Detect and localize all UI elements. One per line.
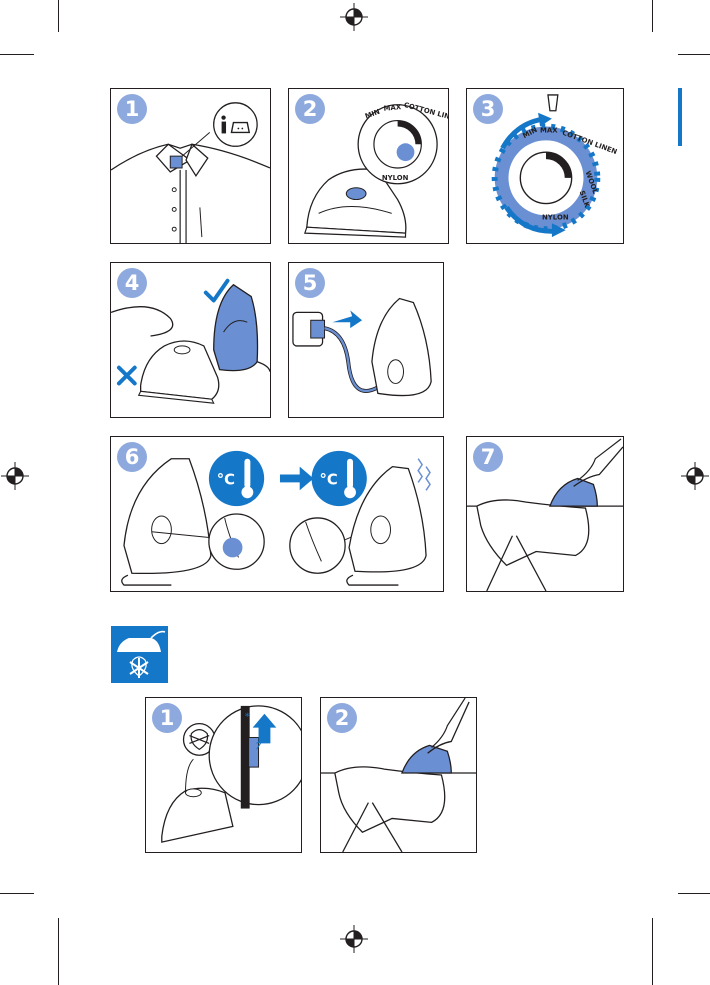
step-1-panel: 1 bbox=[110, 88, 271, 244]
crop-mark bbox=[58, 0, 59, 32]
dial-label-max: MAX bbox=[540, 126, 558, 134]
step-number-badge: 3 bbox=[473, 94, 503, 124]
crop-mark bbox=[652, 0, 653, 32]
step-4-panel: 4 bbox=[110, 262, 271, 418]
step-5-panel: 5 bbox=[288, 262, 444, 418]
step-6-panel: 6 °C °C bbox=[110, 436, 444, 592]
crop-mark bbox=[0, 893, 34, 894]
step-7-panel: 7 bbox=[466, 436, 624, 592]
dial-label-max: MAX bbox=[383, 103, 402, 113]
registration-mark-right bbox=[681, 462, 709, 490]
crop-mark bbox=[58, 918, 59, 985]
step-number-badge: 2 bbox=[327, 703, 357, 733]
steam-step-1-panel: 1 * bbox=[145, 697, 302, 853]
dial-label-nylon: NYLON bbox=[382, 174, 409, 182]
step-number-badge: 1 bbox=[117, 94, 147, 124]
crop-mark bbox=[0, 54, 34, 55]
steam-iron-icon bbox=[111, 626, 168, 683]
registration-mark-bottom bbox=[340, 925, 368, 953]
heating-light-illustration: °C °C bbox=[111, 437, 443, 591]
thermometer-label-hot: °C bbox=[217, 471, 235, 488]
registration-mark-top bbox=[340, 3, 368, 31]
section-tab-marker bbox=[678, 88, 682, 146]
step-2-panel: 2 MIN MAX COTTON LINEN NYLON bbox=[288, 88, 449, 244]
step-number-badge: 6 bbox=[117, 442, 147, 472]
step-number-badge: 1 bbox=[152, 703, 182, 733]
svg-text:*: * bbox=[245, 712, 250, 723]
step-number-badge: 2 bbox=[295, 94, 325, 124]
dial-label-nylon: NYLON bbox=[542, 213, 569, 221]
crop-mark bbox=[678, 893, 710, 894]
registration-mark-left bbox=[1, 462, 29, 490]
step-number-badge: 5 bbox=[295, 268, 325, 298]
step-number-badge: 7 bbox=[473, 442, 503, 472]
steam-step-2-panel: 2 bbox=[320, 697, 477, 853]
crop-mark bbox=[678, 54, 710, 55]
thermometer-label-ready: °C bbox=[319, 471, 337, 488]
crop-mark bbox=[652, 918, 653, 985]
step-3-panel: 3 MIN MAX COTTON LINEN WOOL SILK NYLON bbox=[466, 88, 624, 244]
step-number-badge: 4 bbox=[117, 268, 147, 298]
